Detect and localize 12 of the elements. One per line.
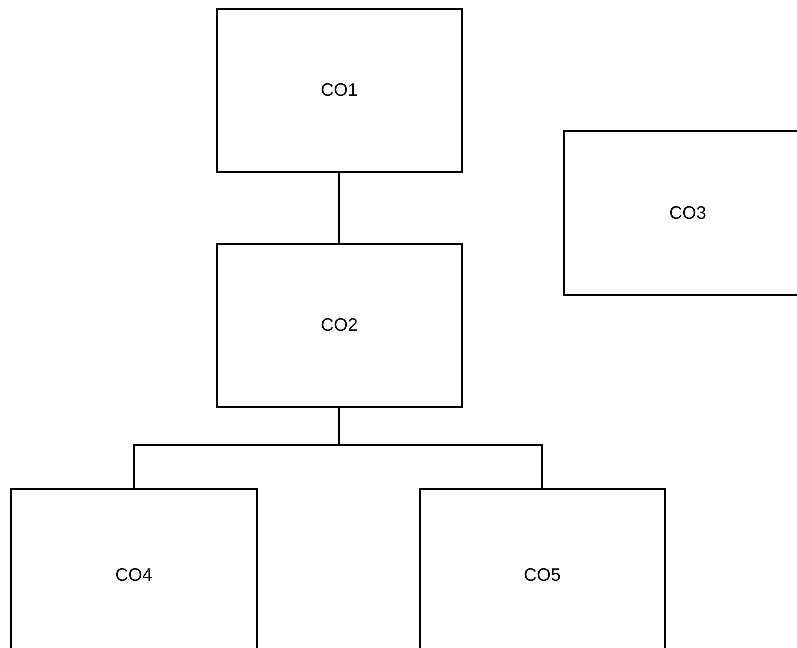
org-box [216,243,463,408]
connector-line [338,173,340,243]
box-label: CO5 [524,565,561,586]
org-box [10,488,258,648]
connector-line [338,408,544,488]
org-box [563,130,797,296]
box-label: CO3 [669,202,706,224]
box-label: CO4 [115,565,152,586]
org-box [419,488,666,648]
org-box [216,8,463,173]
box-label: CO2 [320,315,358,336]
box-label: CO1 [320,80,358,101]
